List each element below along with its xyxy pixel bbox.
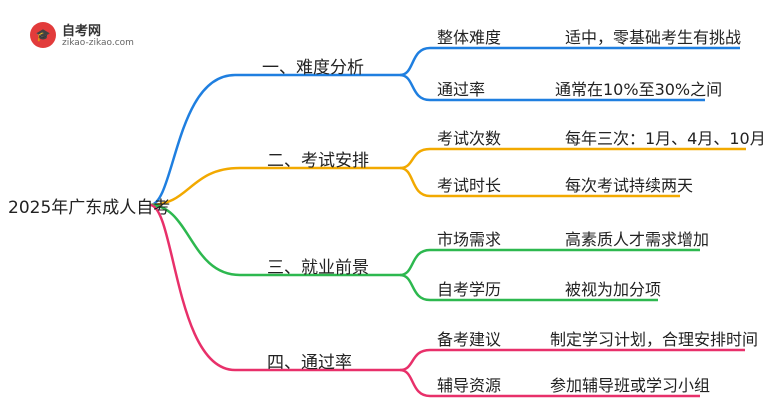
leaf-1-2-detail: 通常在10%至30%之间 (555, 80, 723, 99)
leaf-4-2-detail: 参加辅导班或学习小组 (550, 376, 711, 395)
leaf-2-1-detail: 每年三次：1月、4月、10月 (565, 129, 766, 148)
branch-1-label: 一、难度分析 (262, 58, 364, 78)
edge-branch-2-leaf-2 (399, 166, 680, 198)
leaf-3-1-detail: 高素质人才需求增加 (565, 230, 710, 249)
edge-branch-3-leaf-2 (399, 273, 658, 302)
leaf-4-1-label: 备考建议 (437, 330, 502, 349)
mind-map-edges (149, 46, 746, 398)
edge-branch-1-leaf-2 (399, 73, 705, 102)
leaf-1-1-label: 整体难度 (437, 28, 502, 47)
leaf-2-1-label: 考试次数 (437, 129, 502, 148)
edge-root-branch-3 (149, 203, 400, 277)
leaf-4-2-label: 辅导资源 (437, 376, 502, 395)
logo-url: zikao-zikao.com (62, 38, 134, 48)
leaf-2-2-label: 考试时长 (437, 176, 502, 195)
edge-root-branch-1 (149, 73, 400, 207)
branch-4-label: 四、通过率 (267, 353, 352, 373)
mind-map: 🎓 自考网 zikao-zikao.com 2025年广东成人自考 一、难度分析… (8, 14, 766, 398)
edge-branch-1-leaf-1 (399, 46, 740, 77)
edge-root-branch-4 (149, 203, 400, 372)
edge-branch-3-leaf-1 (399, 248, 700, 277)
logo-name: 自考网 (62, 24, 102, 39)
leaf-3-2-label: 自考学历 (437, 280, 502, 299)
graduation-cap-icon: 🎓 (30, 22, 56, 48)
branch-3-label: 三、就业前景 (267, 258, 369, 278)
root-node: 2025年广东成人自考 (8, 198, 171, 218)
leaf-1-1-detail: 适中，零基础考生有挑战 (565, 28, 742, 47)
edge-branch-4-leaf-2 (399, 368, 700, 398)
edge-branch-4-leaf-1 (399, 348, 745, 372)
site-logo[interactable]: 🎓 自考网 zikao-zikao.com (30, 14, 140, 54)
leaf-4-1-detail: 制定学习计划，合理安排时间 (550, 330, 759, 349)
leaf-3-1-label: 市场需求 (437, 230, 502, 249)
leaf-1-2-label: 通过率 (437, 80, 486, 99)
leaf-2-2-detail: 每次考试持续两天 (565, 176, 694, 195)
edge-branch-2-leaf-1 (399, 147, 746, 170)
branch-2-label: 二、考试安排 (267, 151, 369, 171)
edge-root-branch-2 (149, 166, 400, 207)
leaf-3-2-detail: 被视为加分项 (565, 280, 662, 299)
